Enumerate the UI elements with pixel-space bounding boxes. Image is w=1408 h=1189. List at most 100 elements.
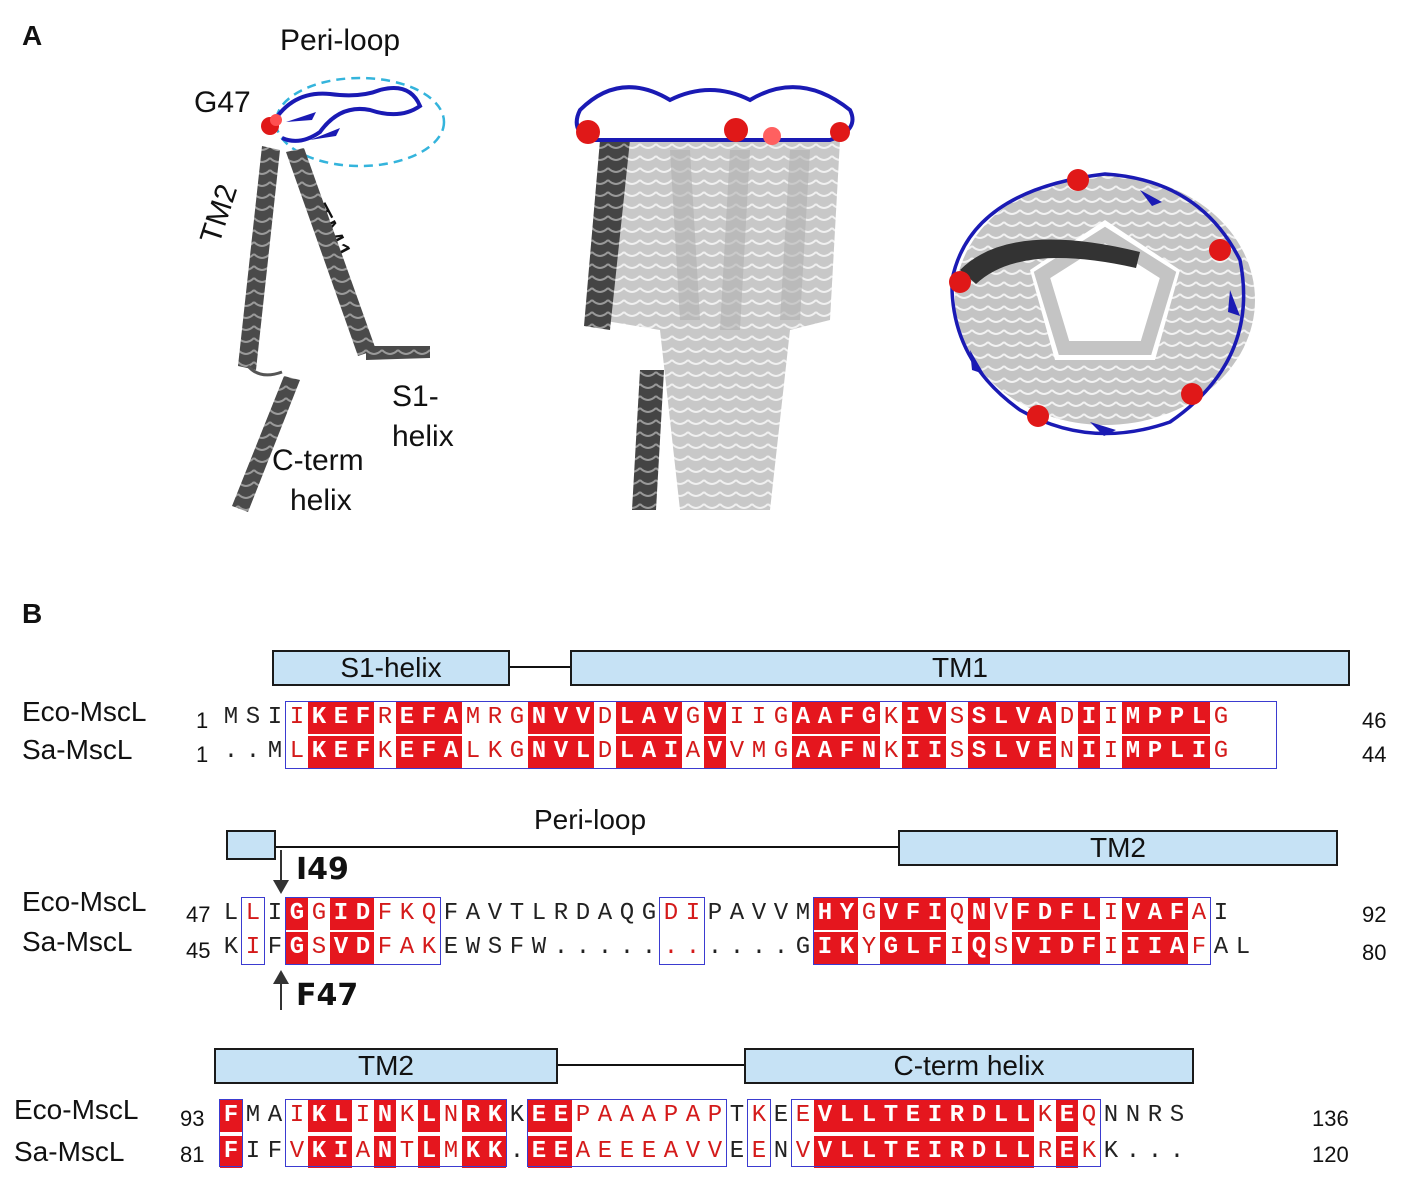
residue: A [1166, 932, 1188, 964]
residue: I [1103, 900, 1119, 927]
seq-start-sa-1: 1 [196, 742, 209, 767]
residue: E [902, 1100, 924, 1132]
arrow-down-head [273, 880, 289, 894]
residue: D [1034, 898, 1056, 930]
residue: W [465, 934, 481, 961]
residue: I [245, 934, 261, 961]
residue: A [597, 900, 613, 927]
residue: Q [619, 900, 635, 927]
residue: N [968, 898, 990, 930]
seq-end-sa-1: 44 [1362, 742, 1387, 767]
residue: S [968, 702, 990, 734]
residue: D [352, 932, 374, 964]
seq-name-sa-3: Sa-MscL [14, 1136, 125, 1167]
residue: D [663, 900, 679, 927]
residue: K [836, 932, 858, 964]
residue: I [1103, 704, 1119, 731]
residue: G [795, 934, 811, 961]
residue: S [311, 934, 327, 961]
residue: T [399, 1138, 415, 1165]
residue: V [704, 702, 726, 734]
residue: I [902, 736, 924, 768]
residue: K [484, 1136, 506, 1168]
residue: K [751, 1102, 767, 1129]
residue: I [1122, 932, 1144, 964]
residue: F [418, 702, 440, 734]
residue: N [374, 1100, 396, 1132]
residue: M [795, 900, 811, 927]
residue: K [883, 738, 899, 765]
residue: S [993, 934, 1009, 961]
residue: E [1056, 1100, 1078, 1132]
residue: V [751, 900, 767, 927]
residue: Q [949, 900, 965, 927]
residue: M [443, 1138, 459, 1165]
residue: L [836, 1100, 858, 1132]
residue: P [1166, 702, 1188, 734]
residue: N [528, 736, 550, 768]
residue: R [946, 1100, 968, 1132]
residue: H [814, 898, 836, 930]
residue: M [1122, 736, 1144, 768]
residue: D [352, 898, 374, 930]
residue: V [660, 702, 682, 734]
rail-tm1-end [226, 830, 276, 860]
rail-tm1: TM1 [570, 650, 1350, 686]
residue: L [1012, 1136, 1034, 1168]
residue: N [374, 1136, 396, 1168]
residue: K [308, 736, 330, 768]
residue: A [267, 1102, 283, 1129]
residue: L [858, 1136, 880, 1168]
residue: I [330, 898, 352, 930]
residue: E [528, 1100, 550, 1132]
residue: F [1056, 898, 1078, 930]
seq-start-eco-3: 93 [180, 1106, 205, 1131]
residue: K [509, 1102, 525, 1129]
residue: . [1147, 1138, 1163, 1165]
residue: I [924, 898, 946, 930]
residue: I [924, 1136, 946, 1168]
residue: E [1056, 1136, 1078, 1168]
residue: K [399, 900, 415, 927]
residue: G [641, 900, 657, 927]
residue: A [663, 1138, 679, 1165]
residue: L [616, 702, 638, 734]
residue: P [707, 900, 723, 927]
residue: I [924, 736, 946, 768]
rail-tm2: TM2 [898, 830, 1338, 866]
residue: E [330, 702, 352, 734]
residue: P [575, 1102, 591, 1129]
residue: N [528, 702, 550, 734]
rail-linker-b3 [558, 1064, 744, 1066]
residue: I [330, 1136, 352, 1168]
residue: A [465, 900, 481, 927]
panel-label-a: A [22, 20, 43, 51]
residue: G [685, 704, 701, 731]
residue: A [1144, 898, 1166, 930]
residue: F [352, 702, 374, 734]
residue: F [902, 898, 924, 930]
residue: V [729, 738, 745, 765]
pentamer-top-view [949, 169, 1255, 436]
residue: K [223, 934, 239, 961]
residue: F [1078, 932, 1100, 964]
residue: V [814, 1136, 836, 1168]
residue: F [267, 1138, 283, 1165]
residue: L [902, 932, 924, 964]
residue: M [267, 738, 283, 765]
residue: P [707, 1102, 723, 1129]
residue: E [330, 736, 352, 768]
residue: F [377, 934, 393, 961]
residue: F [836, 702, 858, 734]
tm2-helix [238, 146, 280, 370]
seq-name-sa-1: Sa-MscL [22, 734, 133, 765]
arrow-up-head [273, 970, 289, 984]
residue: S [949, 738, 965, 765]
residue: . [509, 1138, 525, 1165]
residue: . [1169, 1138, 1185, 1165]
residue: T [880, 1100, 902, 1132]
residue: I [355, 1102, 371, 1129]
residue: R [1147, 1102, 1163, 1129]
seq-name-eco-1: Eco-MscL [22, 696, 147, 727]
